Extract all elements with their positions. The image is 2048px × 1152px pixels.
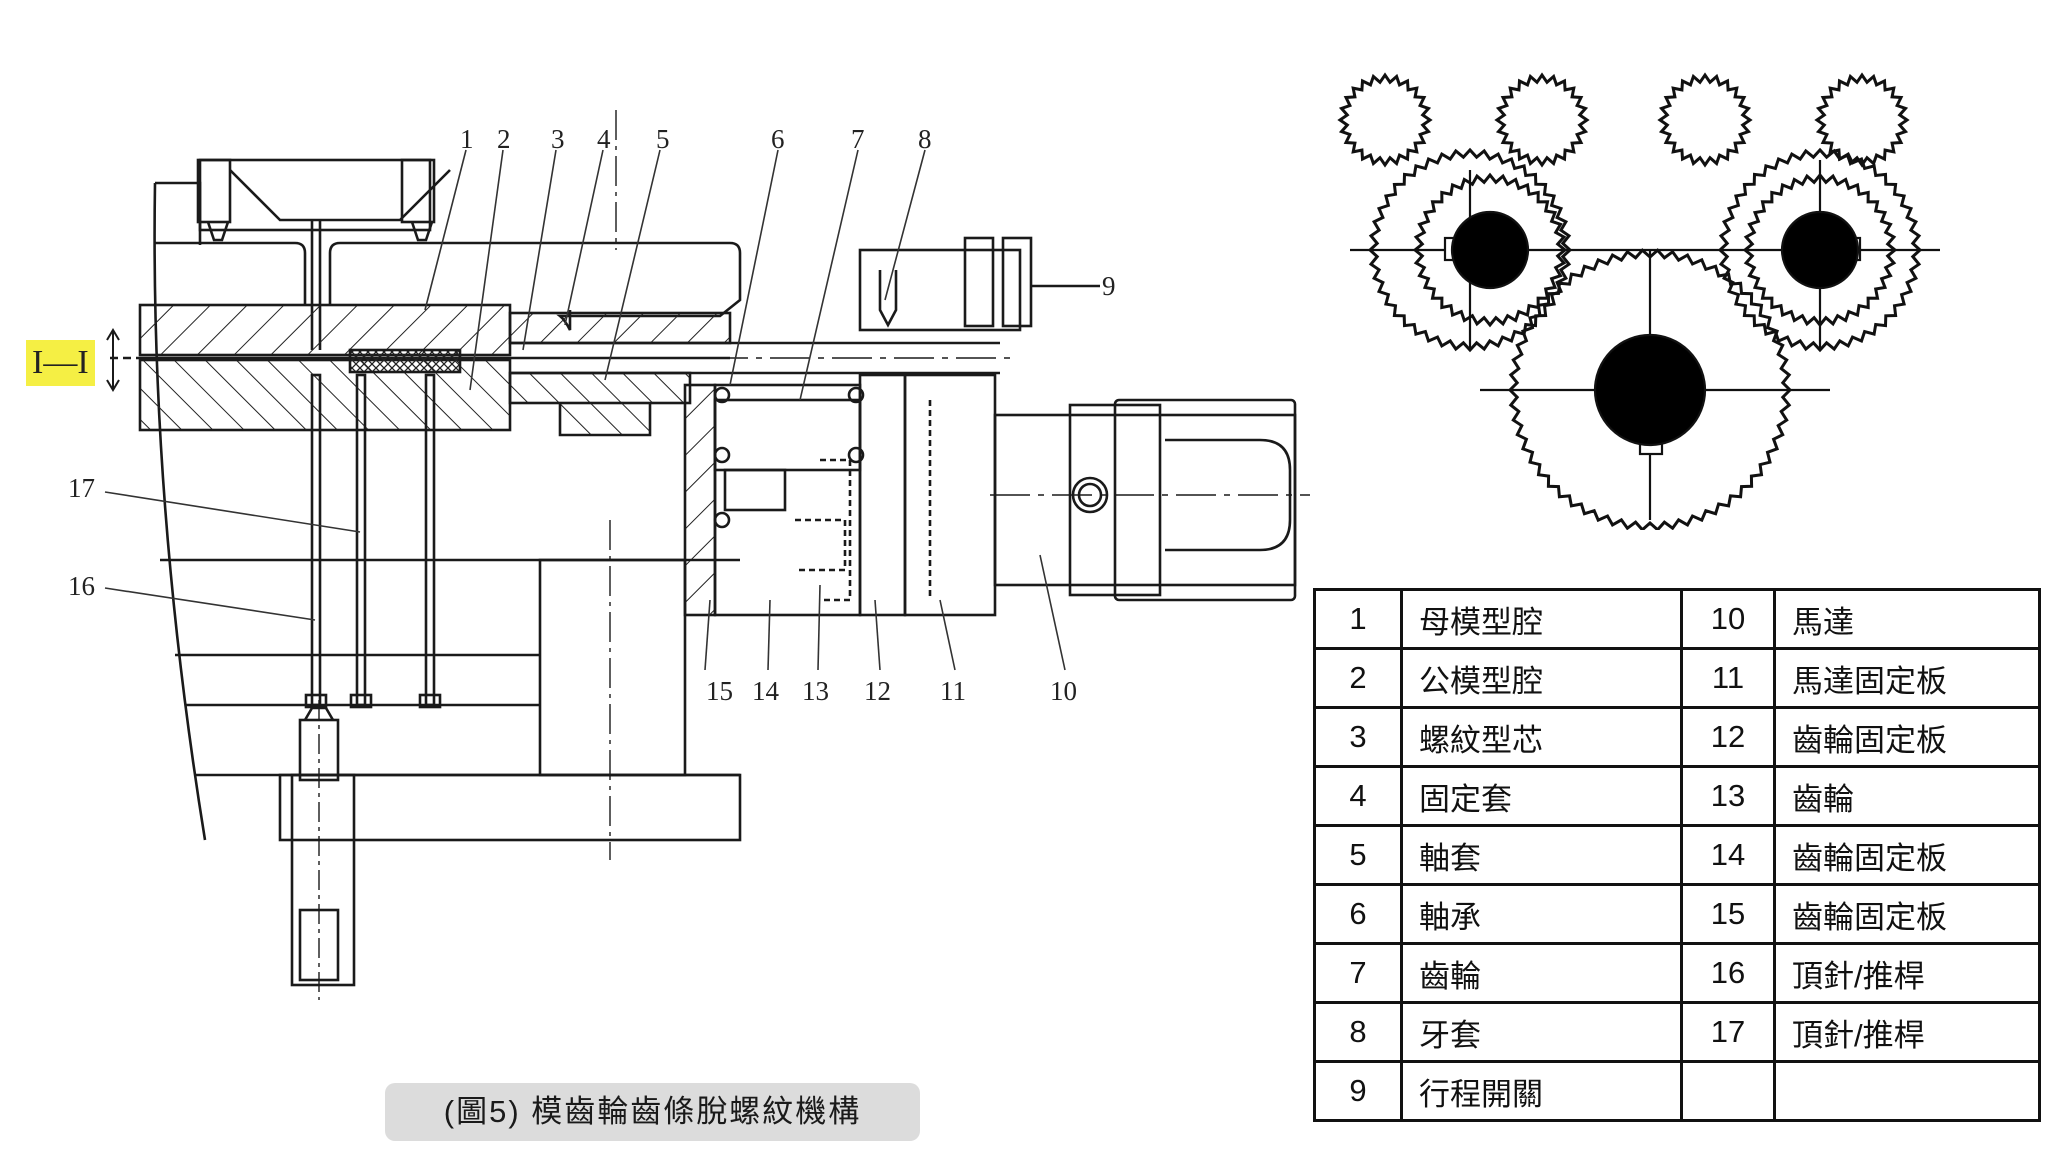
part-number: 16 [1680,942,1776,1004]
part-number: 13 [1680,765,1776,827]
small-gear-icon [1814,72,1910,168]
part-name [1773,1060,2041,1122]
part-number: 4 [1313,765,1403,827]
callout-14: 14 [752,676,780,706]
gear-plate-15 [683,383,717,617]
part-number: 11 [1680,647,1776,709]
gear-train-diagram [1337,72,1940,530]
small-gear-icon [1337,72,1433,168]
callout-9: 9 [1102,271,1116,301]
part-name: 馬達固定板 [1773,647,2041,709]
part-name: 齒輪 [1400,942,1683,1004]
part-number: 1 [1313,588,1403,650]
part-name: 齒輪 [1773,765,2041,827]
part-number: 8 [1313,1001,1403,1063]
callout-5: 5 [656,124,670,154]
callout-8: 8 [918,124,932,154]
callout-7: 7 [851,124,865,154]
part-name: 馬達 [1773,588,2041,650]
part-name: 公模型腔 [1400,647,1683,709]
part-number: 9 [1313,1060,1403,1122]
section-marker-label: I—I [26,340,95,386]
mold-cross-section-drawing: 1 2 3 4 5 6 7 8 9 10 11 12 13 14 15 16 1… [68,110,1310,1000]
part-name: 齒輪固定板 [1773,706,2041,768]
part-name: 牙套 [1400,1001,1683,1063]
part-name: 母模型腔 [1400,588,1683,650]
callout-17: 17 [68,473,95,503]
part-number: 7 [1313,942,1403,1004]
part-number: 10 [1680,588,1776,650]
top-clamp-plate [198,158,432,232]
part-name: 齒輪固定板 [1773,883,2041,945]
part-name: 齒輪固定板 [1773,824,2041,886]
figure-caption: (圖5) 模齒輪齒條脫螺紋機構 [385,1083,920,1141]
limit-switch [858,248,1022,332]
part-name: 軸套 [1400,824,1683,886]
part-number: 3 [1313,706,1403,768]
part-number: 6 [1313,883,1403,945]
part-name: 頂針/推桿 [1773,1001,2041,1063]
callout-16: 16 [68,571,95,601]
part-number: 17 [1680,1001,1776,1063]
part-number: 15 [1680,883,1776,945]
callout-13: 13 [802,676,829,706]
mold-outline [153,181,207,841]
callout-6: 6 [771,124,785,154]
callout-15: 15 [706,676,733,706]
part-name: 頂針/推桿 [1773,942,2041,1004]
callout-2: 2 [497,124,511,154]
part-name: 螺紋型芯 [1400,706,1683,768]
callout-1: 1 [460,124,474,154]
callout-3: 3 [551,124,565,154]
callout-12: 12 [864,676,891,706]
part-number: 14 [1680,824,1776,886]
callout-10: 10 [1050,676,1077,706]
cavity-plate-1 [138,303,512,357]
small-gear-icon [1657,72,1753,168]
part-number [1680,1060,1776,1122]
part-name: 固定套 [1400,765,1683,827]
small-gear-icon [1494,72,1590,168]
part-number: 5 [1313,824,1403,886]
part-number: 12 [1680,706,1776,768]
part-number: 2 [1313,647,1403,709]
callout-11: 11 [940,676,966,706]
part-name: 軸承 [1400,883,1683,945]
callout-4: 4 [597,124,611,154]
part-name: 行程開關 [1400,1060,1683,1122]
